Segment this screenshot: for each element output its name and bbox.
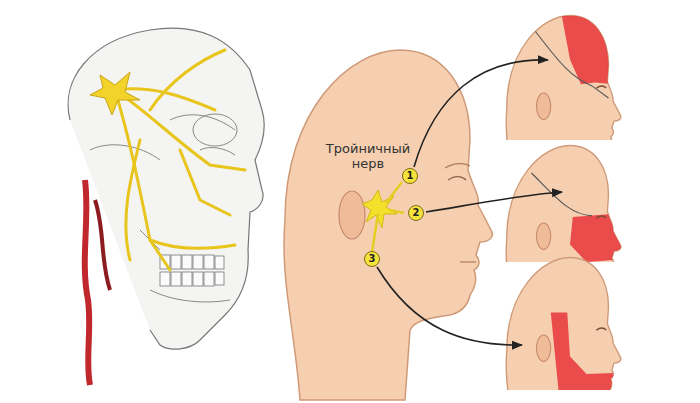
callout-circle: 2 (408, 205, 424, 221)
callout-number: 2 (413, 208, 420, 218)
orbit (193, 114, 237, 146)
nerve-branches (115, 50, 245, 270)
head-v3 (506, 258, 621, 391)
head-v2 (506, 146, 622, 263)
nerve-label: Тройничный нерв (322, 142, 414, 172)
callout-number: 3 (369, 254, 376, 264)
ganglion (90, 72, 140, 115)
callout-number: 1 (407, 171, 414, 181)
head-profile (284, 50, 492, 400)
callout-circle: 1 (402, 168, 418, 184)
skull-detail (90, 115, 235, 160)
head-v1 (506, 16, 621, 140)
artery (85, 180, 90, 385)
pointer-arrow (377, 60, 562, 345)
callout-circle: 3 (364, 251, 380, 267)
artery (95, 200, 110, 290)
skull-outline (68, 28, 264, 349)
anatomy-illustration (68, 28, 264, 385)
